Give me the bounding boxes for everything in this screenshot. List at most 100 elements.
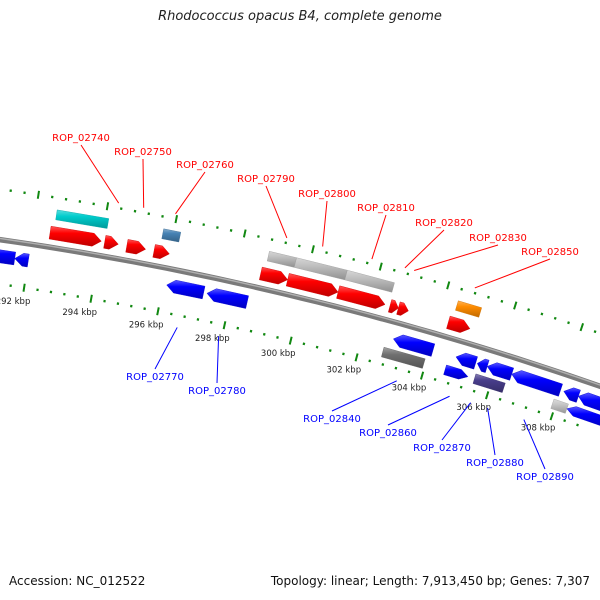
gene-rop_02850 [455,300,482,318]
major-tick [579,323,585,332]
gene-label-rop_02790: ROP_02790 [237,174,295,185]
gene-feature [259,266,289,285]
leader-line [142,158,145,208]
gene-feature [578,392,600,411]
leader-line [387,395,450,426]
minor-tick [342,352,345,356]
tick-label: 300 kbp [261,349,296,359]
minor-tick [392,268,396,272]
major-tick [89,294,93,303]
gene-label-rop_02800: ROP_02800 [298,189,356,200]
major-tick [484,391,490,400]
minor-tick [257,235,260,238]
minor-tick [576,423,579,427]
minor-tick [563,419,567,423]
tick-label: 302 kbp [326,366,361,376]
minor-tick [276,335,279,339]
genome-title: Rhodococcus opacus B4, complete genome [158,9,442,24]
gene-label-rop_02870: ROP_02870 [413,443,471,454]
gene-rop_02880 [486,362,514,381]
major-tick [36,190,40,199]
gene-rop_02810 [336,285,386,309]
minor-tick [209,320,213,324]
gene-label-rop_02760: ROP_02760 [176,160,234,171]
gene-feature [563,387,581,403]
accession-text: Accession: NC_012522 [9,574,146,588]
minor-tick [500,299,504,303]
tick-label: 298 kbp [195,334,230,344]
backbone-line [0,236,600,390]
minor-tick [487,295,490,299]
gene-rop_02800 [285,273,339,297]
minor-tick [407,370,411,374]
gene-label-rop_02810: ROP_02810 [357,203,415,214]
minor-tick [365,261,369,265]
major-tick [354,353,359,362]
major-tick [288,336,293,345]
minor-tick [527,308,530,312]
gene-feature [550,398,569,414]
major-tick [242,229,247,238]
minor-tick [537,410,541,414]
major-tick [549,412,555,421]
gene-feature [14,253,30,268]
minor-tick [498,397,502,401]
genome-summary-text: Topology: linear; Length: 7,913,450 bp; … [270,574,590,588]
gene-label-rop_02890: ROP_02890 [516,472,574,483]
minor-tick [270,238,274,242]
leader-line [404,229,445,269]
gene-feature [566,406,600,426]
tick-label: 304 kbp [392,384,427,394]
minor-tick [460,287,464,291]
minor-tick [472,389,476,393]
gene-label-rop_02740: ROP_02740 [52,133,110,144]
minor-tick [338,254,342,258]
gene-rop_02740 [103,235,119,250]
minor-tick [540,312,544,316]
tick-label: 292 kbp [0,297,30,307]
minor-tick [593,330,597,334]
minor-tick [284,241,288,245]
gene-rop_02860 [443,364,469,380]
gene-feature [0,249,16,266]
major-tick [419,371,425,380]
minor-tick [381,363,385,366]
major-tick [174,214,179,224]
tick-label: 308 kbp [521,424,556,434]
gene-rop_02870 [477,358,490,373]
gene-feature [344,269,395,293]
gene-rop_02750 [125,239,146,255]
minor-tick [302,342,306,346]
minor-tick [446,381,450,385]
minor-tick [553,316,557,320]
major-tick [378,262,383,271]
minor-tick [406,272,410,276]
gene-rop_02780 [206,288,249,309]
backbone-highlight [0,237,600,386]
minor-tick [262,332,266,336]
gene-label-rop_02860: ROP_02860 [359,428,417,439]
gene-rop_02790 [266,251,297,268]
gene-label-rop_02750: ROP_02750 [114,147,172,158]
gene-label-rop_02780: ROP_02780 [188,386,246,397]
minor-tick [524,406,528,410]
gene-rop_02830 [396,301,409,316]
minor-tick [352,258,356,261]
minor-tick [368,359,372,363]
leader-line [265,185,288,239]
minor-tick [567,321,570,325]
major-tick [513,301,518,310]
leader-line [331,380,397,412]
leader-line [322,200,328,247]
gene-label-rop_02850: ROP_02850 [521,247,579,258]
gene-feature [152,244,170,259]
tick-label: 306 kbp [456,403,491,413]
major-tick [446,281,451,290]
leader-line [441,402,472,441]
major-tick [105,202,110,211]
gene-features [0,209,600,426]
minor-tick [229,229,233,232]
minor-tick [325,251,328,255]
